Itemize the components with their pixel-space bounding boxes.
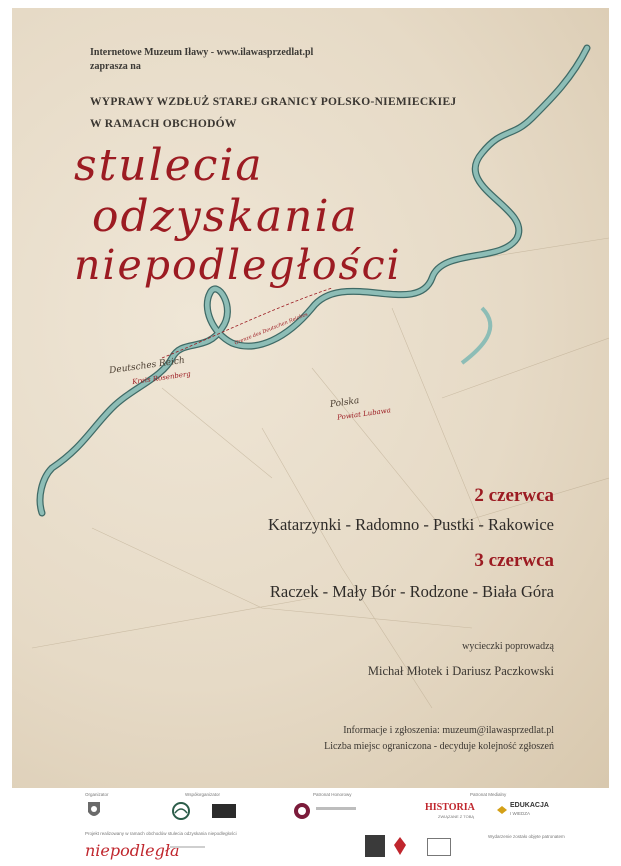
historia-subtitle: ZWIĄZANE Z TOBĄ: [438, 814, 475, 819]
organizer-logo: [86, 800, 102, 820]
event-date-1: 2 czerwca: [474, 485, 554, 506]
guides-intro: wycieczki poprowadzą: [462, 641, 554, 652]
event-date-2: 3 czerwca: [474, 550, 554, 571]
edukacja-logo: EDUKACJA: [510, 802, 549, 809]
honor-patron-label: Patronat Honorowy: [313, 792, 352, 797]
edukacja-subtitle: I WIEDZA: [510, 811, 530, 816]
event-route-2: Raczek - Mały Bór - Rodzone - Biała Góra: [269, 582, 554, 601]
border-line: [161, 287, 333, 359]
niepodlegla-text-block: [170, 846, 205, 848]
poster: Internetowe Muzeum Iławy - www.ilawasprz…: [12, 8, 609, 788]
project-note: Projekt realizowany w ramach obchodów st…: [85, 831, 237, 836]
sponsor-note: Wydarzenie zostało objęte patronatem: [488, 834, 565, 839]
map-background: [31, 44, 609, 709]
event-route-1: Katarzynki - Radomno - Pustki - Rakowice: [268, 515, 554, 534]
media-patron-label: Patronat Medialny: [470, 792, 507, 797]
co-organizer-logo-2: [212, 804, 236, 818]
sponsor-logo-1: [365, 835, 385, 857]
sponsor-logo-2: [390, 835, 410, 857]
co-organizer-logo-1: [170, 802, 192, 820]
sponsor-logo-3: [427, 838, 451, 856]
co-organizer-label: Współorganizator: [185, 792, 221, 797]
script-title-3: niepodległości: [74, 241, 402, 289]
title-line-2: W RAMACH OBCHODÓW: [90, 118, 237, 130]
historia-logo: HISTORIA: [425, 802, 475, 813]
organizer-label: Organizator: [85, 792, 109, 797]
script-title-2: odzyskania: [92, 191, 359, 242]
contact-line-2: Liczba miejsc ograniczona - decyduje kol…: [324, 741, 554, 752]
sponsor-footer: Organizator Współorganizator Patronat Ho…: [0, 788, 621, 866]
contact-line-1: Informacje i zgłoszenia: muzeum@ilawaspr…: [343, 725, 554, 736]
niepodlegla-logo: niepodległa: [85, 841, 180, 860]
honor-patron-text-block: [316, 807, 356, 810]
guides-names: Michał Młotek i Dariusz Paczkowski: [367, 664, 554, 678]
script-title-1: stulecia: [74, 140, 264, 191]
title-line-1: WYPRAWY WZDŁUŻ STAREJ GRANICY POLSKO-NIE…: [90, 96, 457, 108]
invite-line: zaprasza na: [90, 61, 141, 72]
honor-patron-logo: [292, 802, 312, 820]
museum-line: Internetowe Muzeum Iławy - www.ilawasprz…: [90, 47, 314, 58]
edukacja-icon: [496, 803, 508, 815]
